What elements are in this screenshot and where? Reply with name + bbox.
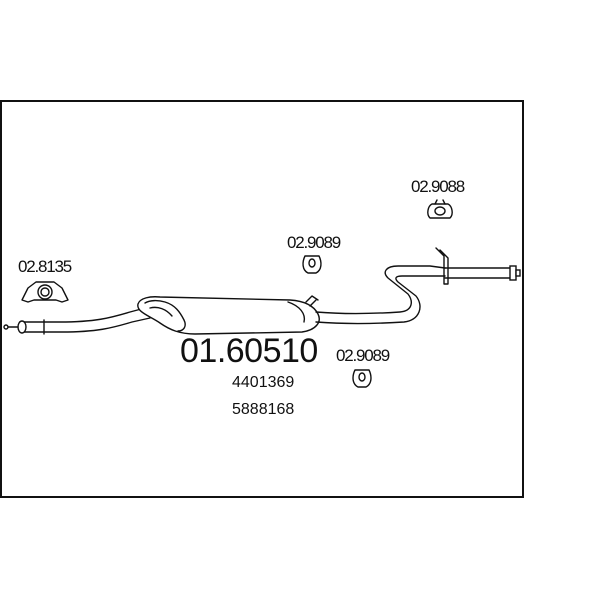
diagram-frame: [0, 100, 524, 498]
rubber-ring-icon: [302, 255, 322, 274]
reference-number: 4401369: [232, 374, 294, 391]
accessory-code-label: 02.9089: [287, 233, 341, 252]
accessory-code-label: 02.8135: [18, 257, 72, 276]
accessory-code-label: 02.9089: [336, 346, 390, 365]
clamp-icon: [21, 281, 69, 303]
rubber-ring-icon: [352, 369, 372, 388]
reference-number: 5888168: [232, 401, 294, 418]
exhaust-middle-section: [3, 247, 521, 335]
main-part-number: 01.60510: [180, 332, 318, 370]
accessory-code-label: 02.9088: [411, 177, 465, 196]
rubber-hanger-icon: [427, 199, 453, 219]
